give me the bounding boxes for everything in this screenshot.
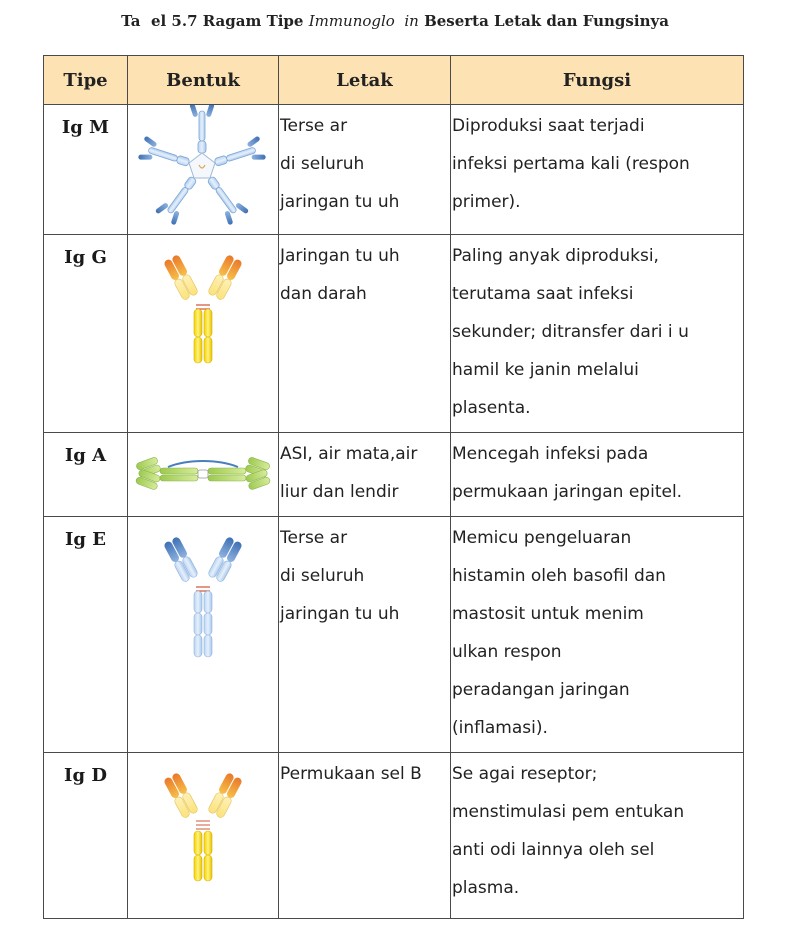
caption-italic: Immunoglo in (308, 12, 419, 30)
row-type: Ig A (43, 432, 128, 517)
table-row: Ig D (43, 752, 744, 919)
table-row: Ig G (43, 234, 744, 433)
header-tipe: Tipe (43, 55, 128, 105)
caption-prefix: Ta el 5.7 Ragam Tipe (121, 12, 309, 30)
row-shape (127, 234, 279, 433)
row-fungsi: Diproduksi saat terjadi infeksi pertama … (450, 104, 744, 235)
table-row: Ig A (43, 432, 744, 517)
table-row: Ig E (43, 516, 744, 753)
row-shape (127, 104, 279, 235)
caption-suffix: Beserta Letak dan Fungsinya (418, 12, 669, 30)
row-type: Ig M (43, 104, 128, 235)
iga-dimer-icon (135, 457, 271, 490)
igm-pentamer-icon (136, 105, 268, 228)
header-fungsi: Fungsi (450, 55, 744, 105)
table-row: Ig M (43, 104, 744, 235)
igd-antibody-icon (164, 773, 242, 882)
row-letak: ASI, air mata,air liur dan lendir (278, 432, 451, 517)
header-letak: Letak (278, 55, 451, 105)
row-letak: Permukaan sel B (278, 752, 451, 919)
table-header-row: Tipe Bentuk Letak Fungsi (43, 55, 744, 105)
row-type: Ig D (43, 752, 128, 919)
immunoglobulin-table: Tipe Bentuk Letak Fungsi Ig M (43, 55, 744, 919)
row-letak: Terse ar di seluruh jaringan tu uh (278, 104, 451, 235)
row-fungsi: Se agai reseptor; menstimulasi pem entuk… (450, 752, 744, 919)
row-fungsi: Memicu pengeluaran histamin oleh basofil… (450, 516, 744, 753)
row-type: Ig G (43, 234, 128, 433)
ige-antibody-icon (164, 537, 242, 658)
igg-antibody-icon (164, 255, 242, 364)
row-shape (127, 432, 279, 517)
row-type: Ig E (43, 516, 128, 753)
row-letak: Jaringan tu uh dan darah (278, 234, 451, 433)
row-shape (127, 516, 279, 753)
header-bentuk: Bentuk (127, 55, 279, 105)
row-fungsi: Mencegah infeksi pada permukaan jaringan… (450, 432, 744, 517)
row-fungsi: Paling anyak diproduksi, terutama saat i… (450, 234, 744, 433)
table-caption: Ta el 5.7 Ragam Tipe Immunoglo in Besert… (0, 12, 790, 30)
row-letak: Terse ar di seluruh jaringan tu uh (278, 516, 451, 753)
row-shape (127, 752, 279, 919)
